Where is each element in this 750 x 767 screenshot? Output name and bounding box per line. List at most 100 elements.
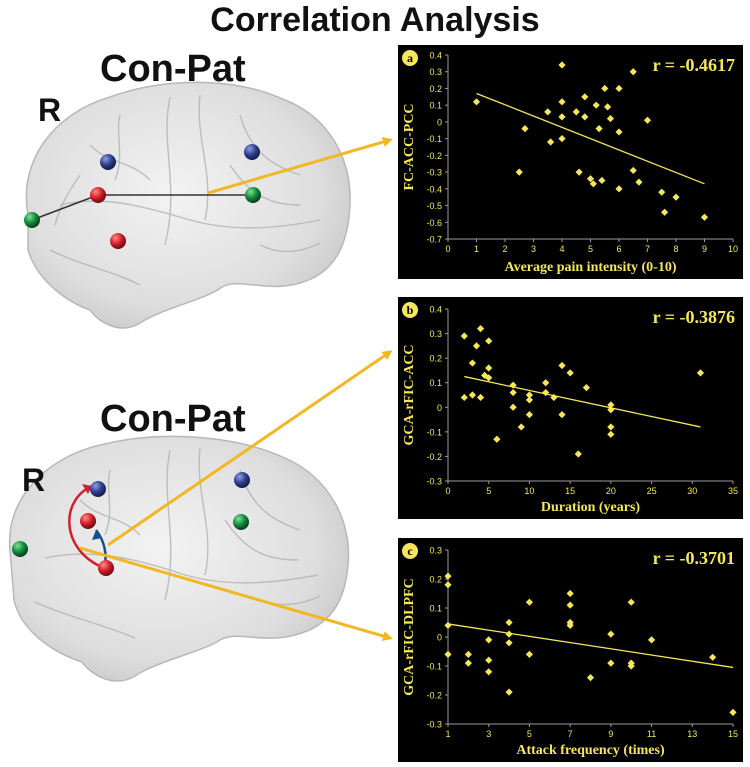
x-tick-label: 3	[531, 244, 536, 254]
data-point	[606, 114, 615, 123]
data-point	[607, 659, 615, 667]
data-point	[658, 188, 666, 196]
group-label-bottom: Con-Pat	[100, 398, 246, 440]
data-point	[525, 391, 534, 399]
y-tick-label: 0	[437, 403, 442, 413]
data-point	[515, 168, 523, 176]
data-point	[615, 84, 623, 93]
regression-line	[476, 92, 705, 185]
data-point	[476, 393, 485, 402]
brain-sulci	[49, 94, 321, 286]
node-green	[12, 541, 28, 557]
panel-letter: c	[407, 544, 413, 558]
data-point	[544, 108, 552, 116]
data-point	[509, 403, 517, 411]
regression-line	[447, 623, 734, 669]
data-point	[729, 708, 737, 716]
node-red	[80, 513, 96, 529]
data-point	[509, 388, 517, 397]
y-tick-label: 0.2	[429, 575, 442, 585]
data-point	[444, 621, 452, 629]
y-axis-label: GCA-rFIC-DLPFC	[402, 578, 417, 695]
x-tick-label: 35	[728, 486, 738, 496]
data-point	[607, 430, 615, 438]
node-red	[110, 233, 126, 249]
x-tick-label: 30	[687, 486, 697, 496]
data-point	[460, 332, 468, 340]
x-tick-label: 9	[702, 244, 707, 254]
panel-letter: b	[407, 303, 414, 317]
data-point	[547, 138, 555, 146]
x-tick-label: 11	[647, 729, 656, 739]
y-tick-label: -0.2	[426, 691, 442, 701]
data-point	[592, 101, 600, 109]
x-tick-label: 5	[486, 486, 491, 496]
y-tick-label: -0.1	[426, 427, 442, 437]
hemisphere-label-top: R	[38, 92, 62, 128]
data-point	[581, 93, 589, 101]
x-axis-label: Average pain intensity (0-10)	[505, 260, 677, 275]
y-tick-label: -0.6	[426, 218, 442, 228]
data-point	[464, 659, 472, 667]
y-tick-label: 0.3	[429, 329, 442, 339]
panel-letter-badge	[402, 543, 418, 559]
y-tick-label: -0.3	[426, 477, 442, 487]
data-point	[468, 359, 477, 367]
arrowhead-red	[82, 484, 92, 494]
data-point	[468, 391, 477, 399]
data-point	[696, 369, 705, 377]
correlation-annotation: r = -0.4617	[653, 55, 735, 75]
x-axis-label: Attack frequency (times)	[516, 743, 665, 758]
group-label-top: Con-Pat	[100, 48, 246, 90]
connection-line-1	[31, 194, 99, 221]
data-point	[595, 125, 603, 133]
x-tick-label: 20	[606, 486, 616, 496]
data-point	[558, 61, 566, 69]
node-green	[24, 212, 40, 228]
x-tick-label: 1	[474, 244, 479, 254]
data-point	[517, 423, 525, 431]
data-point	[643, 116, 652, 124]
x-tick-label: 15	[728, 729, 738, 739]
regression-line	[464, 375, 701, 428]
node-blue	[100, 154, 116, 170]
data-point	[558, 135, 566, 143]
data-point	[493, 435, 501, 443]
x-tick-label: 10	[524, 486, 534, 496]
y-tick-label: -0.1	[426, 662, 442, 672]
node-green	[233, 514, 249, 530]
data-point	[505, 630, 513, 638]
data-point	[476, 325, 485, 333]
y-tick-label: 0.3	[429, 67, 442, 77]
x-tick-label: 10	[728, 244, 738, 254]
data-point	[525, 598, 534, 606]
x-tick-label: 15	[565, 486, 575, 496]
data-point	[558, 98, 566, 106]
y-tick-label: 0.2	[429, 354, 442, 364]
x-tick-label: 1	[445, 729, 450, 739]
y-tick-label: -0.2	[426, 452, 442, 462]
panel-letter: a	[407, 51, 413, 65]
data-point	[566, 589, 574, 598]
y-tick-label: -0.2	[426, 151, 442, 161]
x-tick-label: 4	[559, 244, 564, 254]
node-red	[98, 560, 114, 576]
node-blue	[234, 472, 250, 488]
y-tick-label: 0	[437, 117, 442, 127]
data-point	[572, 108, 580, 116]
data-point	[444, 650, 452, 658]
data-point	[542, 379, 550, 387]
y-tick-label: -0.7	[426, 235, 442, 245]
brain-surface	[8, 435, 350, 682]
data-point	[485, 656, 493, 664]
data-point	[604, 103, 612, 111]
data-point	[525, 650, 534, 658]
y-tick-label: 0.4	[429, 51, 442, 61]
x-tick-label: 13	[687, 729, 697, 739]
node-blue	[90, 481, 106, 497]
x-tick-label: 6	[616, 244, 621, 254]
